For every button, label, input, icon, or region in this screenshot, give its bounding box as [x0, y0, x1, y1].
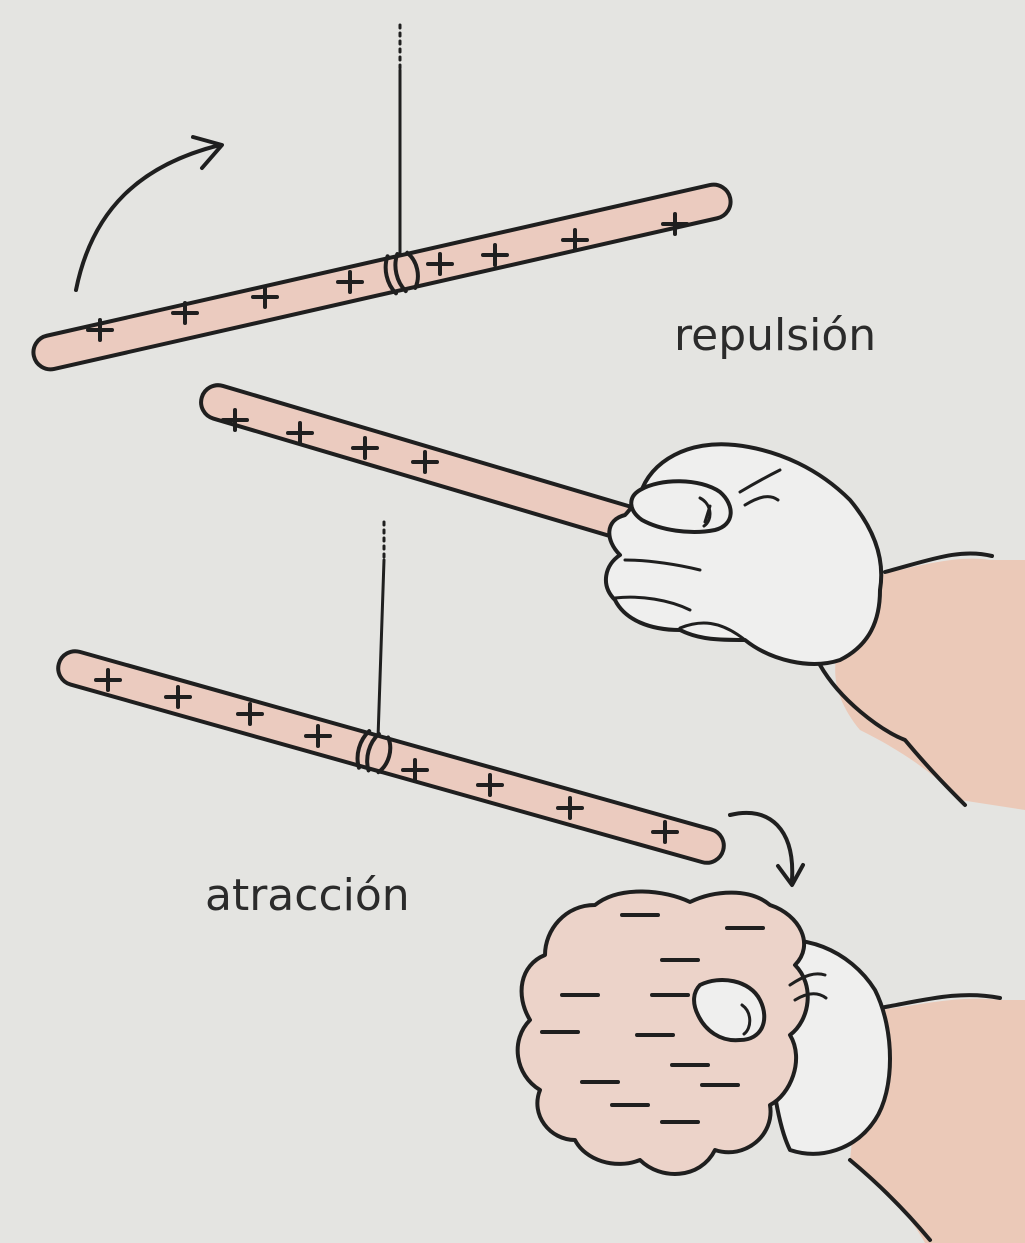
rod-bottom [54, 647, 727, 866]
thread-bottom [378, 560, 384, 738]
label-repulsion: repulsión [674, 310, 876, 361]
suspended-rod-top [30, 25, 735, 375]
rod-top [30, 181, 734, 372]
rod-handheld [197, 381, 663, 549]
rotation-arrow-icon [76, 145, 220, 290]
hand-with-cloth [518, 891, 1025, 1243]
label-attraction: atracción [205, 870, 410, 921]
hand-top [606, 444, 881, 664]
